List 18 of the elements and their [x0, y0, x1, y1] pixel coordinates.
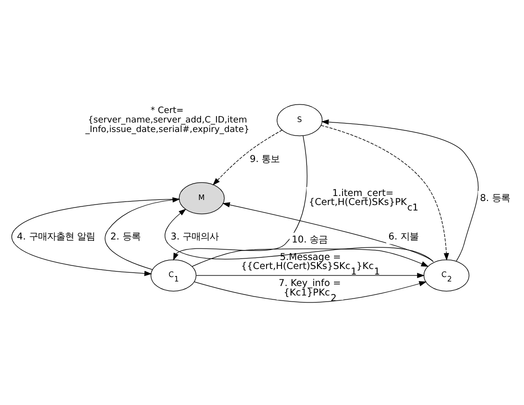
arrow	[104, 196, 180, 270]
edge-label: 10. 송금	[292, 234, 328, 245]
arrow	[320, 124, 450, 260]
edge-label: 4. 구매자출현 알림	[16, 230, 95, 242]
arrow	[11, 198, 180, 276]
arrow	[222, 202, 434, 262]
edge-label: 2. 등록	[110, 230, 140, 242]
arrow	[196, 272, 425, 278]
label: * Cert= {server_name,server_add,C_ID,item _Info,issue_date,serial#,expiry_date}	[85, 106, 250, 134]
edge-label: 3. 구매의사	[170, 230, 219, 242]
arrow	[321, 118, 479, 261]
arrow	[173, 134, 308, 260]
arrow	[164, 208, 434, 262]
edge-label: 6. 지불	[388, 230, 418, 242]
edge-label: 8. 등록	[480, 192, 510, 204]
arrow	[192, 248, 429, 266]
arrow	[194, 280, 427, 302]
edge-label: 9. 통보	[250, 154, 280, 165]
